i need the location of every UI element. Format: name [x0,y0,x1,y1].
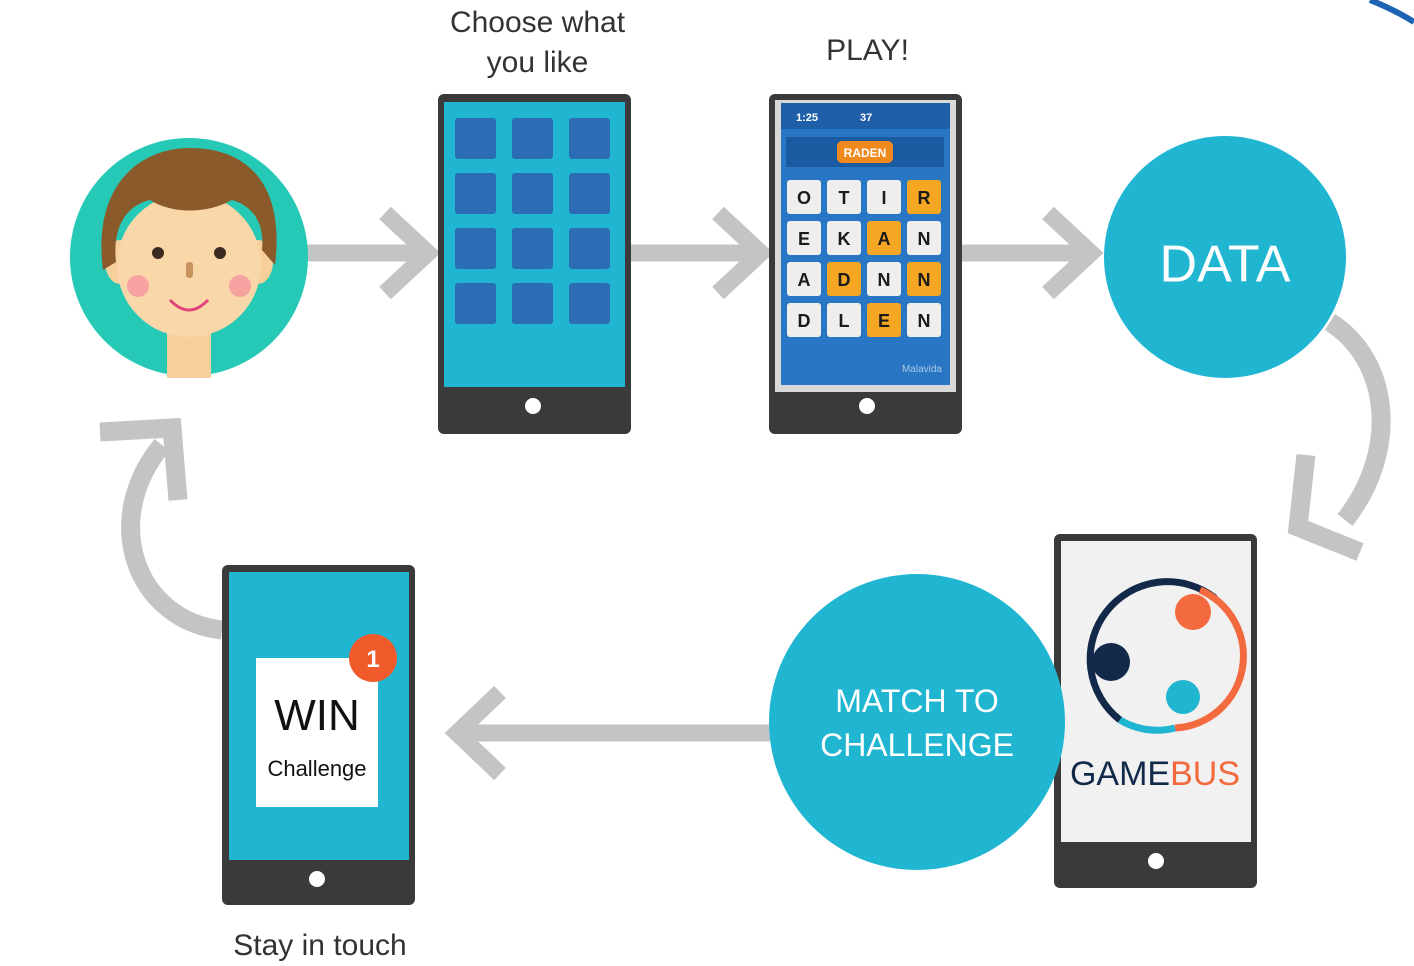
letter-tile-label: D [838,270,851,290]
app-tile [455,228,496,269]
arrow-data-to-gamebus [1287,313,1391,561]
letter-tile-label: I [881,188,886,208]
letter-tile-label: R [918,188,931,208]
app-tile [512,173,553,214]
caption-choose-line1: Choose what [449,6,626,39]
home-button [525,398,541,414]
data-label: DATA [1160,236,1291,294]
letter-tile-label: D [798,311,811,331]
match-label-line1: MATCH TO [835,683,999,719]
letter-tile-label: N [918,311,931,331]
arrow-match-to-win [444,685,775,781]
letter-tile-label: N [878,270,891,290]
game-word: RADEN [844,146,887,160]
letter-tile-label: O [797,188,811,208]
gamebus-word-bus: BUS [1170,755,1240,793]
app-tile [455,173,496,214]
arrow-play-to-data [960,206,1104,300]
letter-tile-label: K [838,229,851,249]
letter-tile [907,180,941,214]
letter-tile [787,221,821,255]
letter-tile [827,303,861,337]
game-word-box [837,141,893,163]
letter-tile [867,221,901,255]
app-tile [455,118,496,159]
win-subtitle: Challenge [267,756,366,781]
arrow-avatar-to-choose [305,206,441,300]
caption-stay-in-touch: Stay in touch [233,929,407,962]
letter-tile-label: E [798,229,810,249]
match-node: MATCH TO CHALLENGE [769,574,1065,870]
app-tile [569,228,610,269]
match-label-line2: CHALLENGE [820,727,1014,763]
app-tile [569,283,610,324]
phone-play: 1:25 37 RADEN O T I R E K A N A D N N D L E N Malavida [769,94,962,434]
letter-tile-label: L [839,311,850,331]
letter-tile [907,303,941,337]
caption-play: PLAY! [826,34,909,67]
letter-tile [787,262,821,296]
arrow-choose-to-play [628,206,774,300]
caption-choose-line2: you like [486,46,589,79]
letter-tile [907,262,941,296]
letter-tile [787,303,821,337]
game-timer: 1:25 [796,112,818,124]
notification-badge-icon: 1 [349,634,397,682]
home-button [309,871,325,887]
letter-tile [867,180,901,214]
user-avatar [70,138,308,378]
app-tile [512,283,553,324]
app-grid-icon [455,118,610,324]
letter-tile-label: T [839,188,850,208]
letter-tile [787,180,821,214]
app-tile [569,173,610,214]
phone-gamebus: GAMEBUS [1054,534,1257,888]
app-tile [512,228,553,269]
letter-tile-label: N [918,270,931,290]
phone-choose [438,94,631,434]
letter-grid: O T I R E K A N A D N N D L E N [787,180,941,337]
game-score: 37 [860,112,872,124]
caption-choose: Choose what you like [430,3,645,83]
win-card [256,658,378,807]
gamebus-logo-icon [1086,578,1247,734]
letter-tile-label: A [878,229,891,249]
letter-tile [867,262,901,296]
game-watermark: Malavida [902,364,942,375]
letter-tile-label: A [798,270,811,290]
letter-tile [867,303,901,337]
letter-tile [827,262,861,296]
gamebus-word-game: GAME [1070,755,1170,793]
app-tile [512,118,553,159]
corner-decoration [1368,0,1414,25]
phone-win: WIN Challenge 1 [222,565,415,905]
arrow-win-to-avatar [99,418,224,640]
letter-tile [827,180,861,214]
data-node: DATA [1104,136,1346,378]
gamebus-wordmark: GAMEBUS [1070,755,1240,793]
letter-tile [827,221,861,255]
win-title: WIN [274,691,360,740]
home-button [1148,853,1164,869]
person-avatar-icon [101,148,277,378]
app-tile [455,283,496,324]
letter-tile-label: E [878,311,890,331]
letter-tile [907,221,941,255]
home-button [859,398,875,414]
app-tile [569,118,610,159]
notification-count: 1 [366,646,379,673]
letter-tile-label: N [918,229,931,249]
flow-arrows [99,206,1391,781]
